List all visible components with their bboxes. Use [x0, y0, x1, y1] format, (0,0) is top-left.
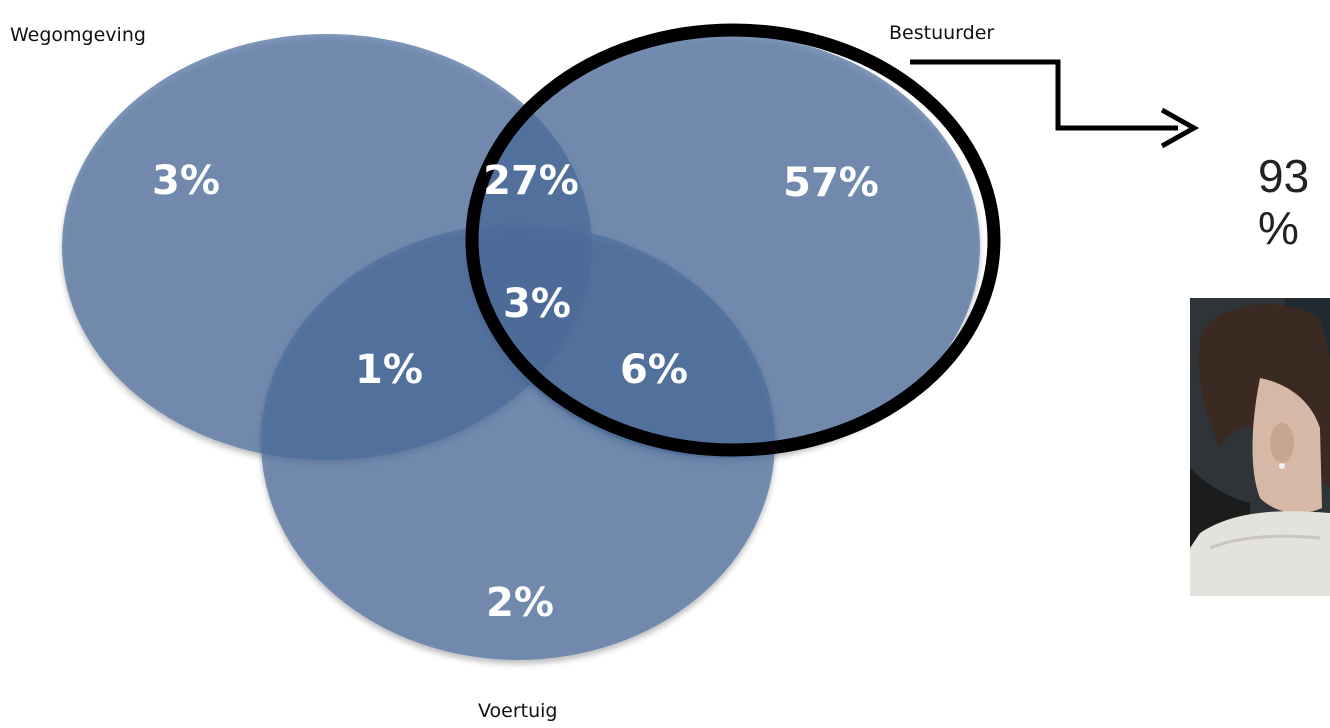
region-label-bestuurder-only: 57%: [783, 160, 879, 206]
callout-unit: %: [1258, 202, 1299, 254]
region-label-voertuig-only: 2%: [486, 580, 554, 626]
bestuurder-highlight-ring: [465, 23, 1001, 457]
region-label-wegomgeving-only: 3%: [152, 158, 220, 204]
driver-photo: [1190, 298, 1330, 596]
callout-connector-line: [910, 59, 1178, 131]
callout-value: 93: [1258, 150, 1310, 202]
callout-percentage: 93 %: [1258, 150, 1328, 254]
set-label-wegomgeving: Wegomgeving: [10, 24, 146, 46]
set-label-voertuig: Voertuig: [478, 700, 558, 722]
region-label-wegomgeving-voertuig: 1%: [355, 347, 423, 393]
region-label-wegomgeving-bestuurder: 27%: [483, 158, 579, 204]
region-label-bestuurder-voertuig: 6%: [620, 347, 688, 393]
region-label-all-three: 3%: [503, 281, 571, 327]
callout-arrow-head: [1160, 107, 1200, 149]
circle-voertuig: [261, 224, 775, 660]
set-label-bestuurder: Bestuurder: [889, 22, 995, 44]
